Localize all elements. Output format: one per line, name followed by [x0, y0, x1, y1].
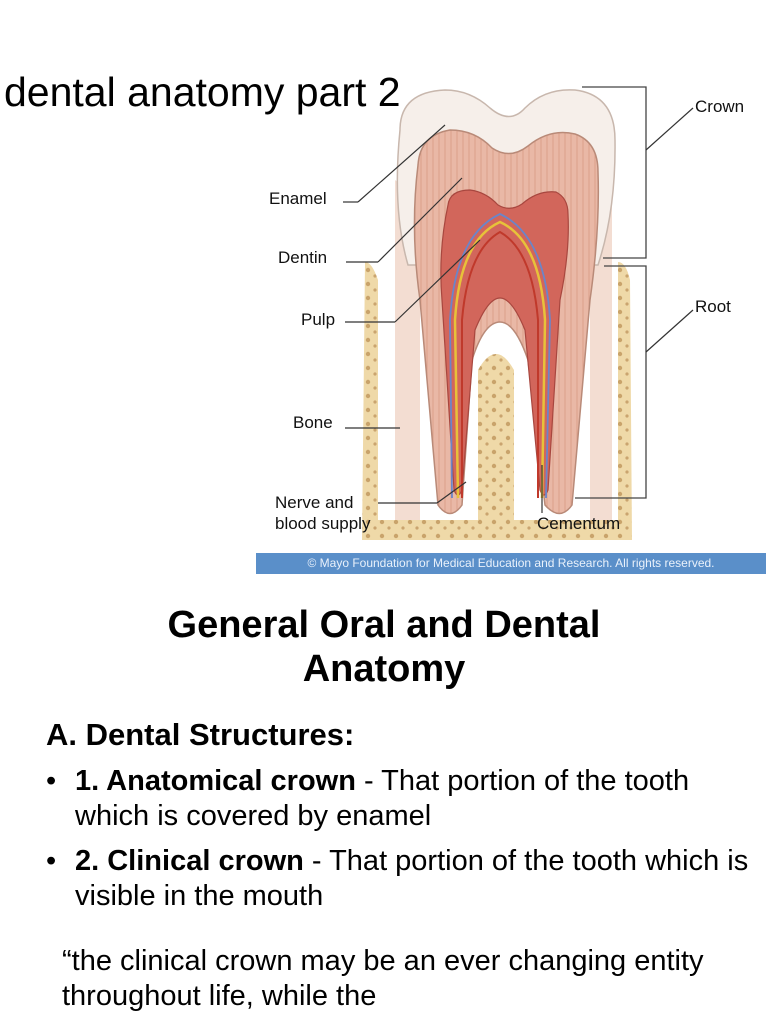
label-nerve-line1: Nerve and	[275, 493, 354, 512]
section-heading-line1: General Oral and Dental	[167, 604, 601, 646]
label-pulp: Pulp	[301, 310, 336, 329]
label-dentin: Dentin	[278, 248, 328, 267]
label-nerve-line2: blood supply	[275, 514, 371, 533]
bullet-term: 1. Anatomical crown	[75, 765, 356, 797]
root-bracket	[575, 265, 647, 499]
crown-bracket	[582, 86, 647, 259]
leader-nerve-diag	[436, 481, 467, 504]
bullet-marker: •	[46, 765, 57, 797]
artery-strand	[461, 230, 539, 498]
document-title: dental anatomy part 2	[4, 69, 401, 115]
bullet-clinical-crown: • 2. Clinical crown - That portion of th…	[44, 844, 754, 915]
label-crown: Crown	[695, 97, 745, 116]
bullet-anatomical-crown: • 1. Anatomical crown - That portion of …	[44, 764, 754, 835]
bullet-marker: •	[46, 844, 57, 877]
leader-enamel-diag	[357, 124, 446, 203]
label-cementum: Cementum	[537, 514, 621, 533]
leader-root	[645, 309, 694, 353]
bullet-definition: - That portion of the tooth which is vis…	[75, 844, 749, 913]
nerve-strand	[453, 220, 547, 499]
leader-pulp-diag	[394, 239, 481, 323]
bullet-definition: - That portion of the tooth which is cov…	[75, 765, 690, 833]
copyright-credit-bar: © Mayo Foundation for Medical Education …	[256, 553, 766, 574]
vein-strand	[449, 213, 551, 499]
section-heading: General Oral and Dental Anatomy	[84, 603, 684, 692]
tooth-anatomy-figure: Enamel Dentin Pulp Bone Nerve and blood …	[256, 86, 766, 574]
bullet-term: 2. Clinical crown	[75, 844, 304, 877]
dental-structures-subheading: A. Dental Structures:	[46, 717, 355, 752]
tooth-illustration	[343, 86, 694, 540]
bullet-list: • 1. Anatomical crown - That portion of …	[44, 764, 754, 924]
section-heading-line2: Anatomy	[302, 648, 466, 691]
label-enamel: Enamel	[269, 189, 327, 208]
quote-paragraph: “the clinical crown may be an ever chang…	[62, 945, 704, 1013]
leader-dentin-diag	[377, 177, 463, 263]
label-bone: Bone	[293, 413, 333, 432]
leader-crown	[645, 107, 694, 151]
label-root: Root	[695, 297, 731, 316]
bone-between-roots	[478, 354, 514, 520]
